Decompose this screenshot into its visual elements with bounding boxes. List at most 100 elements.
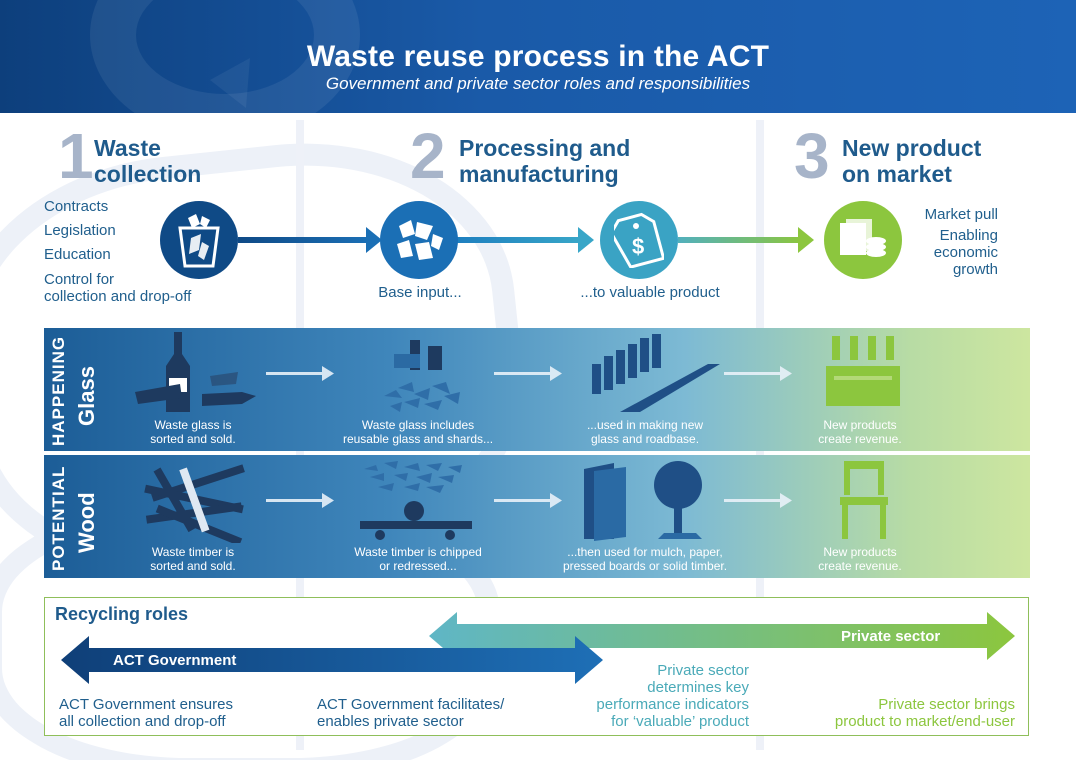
flow-arrow-head [798, 227, 814, 253]
collection-item: Legislation [44, 222, 116, 239]
step-title-line: Waste [94, 135, 161, 161]
flow-arrow-shaft [456, 237, 580, 243]
step-number: 2 [410, 120, 446, 192]
step-number: 3 [794, 120, 830, 192]
collection-list: Contracts Legislation Education Control … [44, 195, 191, 305]
gov-ensures-text: ACT Government ensures all collection an… [59, 696, 233, 730]
glass-step-line: sorted and sold. [150, 432, 236, 446]
glass-shards-icon [397, 220, 443, 260]
collection-item: Education [44, 246, 111, 263]
act-government-arrow [61, 636, 603, 684]
glass-step-text: Waste glass includes reusable glass and … [328, 418, 508, 446]
wood-chipper-icon [360, 461, 472, 540]
gov-ensures-line: all collection and drop-off [59, 713, 226, 730]
market-item: Enabling [939, 227, 998, 244]
wood-step-line: or redressed... [379, 559, 457, 573]
base-input-caption: Base input... [378, 284, 462, 301]
private-sector-label: Private sector [841, 628, 941, 645]
private-determines-line: performance indicators [596, 696, 749, 713]
glass-step-line: create revenue. [818, 432, 902, 446]
wood-step-text: ...then used for mulch, paper, pressed b… [540, 545, 750, 573]
glass-step-line: reusable glass and shards... [342, 432, 494, 446]
row-arrow-icon [494, 493, 562, 508]
glass-shards-pile-icon [384, 340, 460, 412]
flow-arrow-head [578, 227, 594, 253]
waste-bin-circle [160, 201, 238, 279]
gov-ensures-line: ACT Government ensures [59, 696, 233, 713]
glass-shards-circle [380, 201, 458, 279]
collection-item: Contracts [44, 198, 109, 215]
gov-facilitates-line: enables private sector [317, 713, 464, 730]
money-circle [824, 201, 902, 279]
page-subtitle: Government and private sector roles and … [325, 74, 751, 93]
price-tag-icon: $ [614, 212, 664, 268]
market-item: economic [933, 244, 998, 261]
market-list: Market pull Enabling economic growth [880, 203, 998, 278]
potential-label: POTENTIAL [49, 465, 68, 571]
row-arrow-icon [494, 366, 562, 381]
private-determines-text: Private sector determines key performanc… [565, 662, 749, 730]
collection-item: Control for [44, 271, 115, 288]
glass-bottles-icon [135, 332, 256, 412]
private-brings-text: Private sector brings product to market/… [785, 696, 1015, 730]
wood-step-line: Waste timber is [151, 545, 235, 559]
market-item: Market pull [924, 206, 998, 223]
flow-arrow-shaft [678, 237, 802, 243]
wood-step-line: ...then used for mulch, paper, [567, 545, 723, 559]
step-title-line: on market [842, 161, 952, 187]
timber-pile-icon [144, 464, 245, 543]
wood-step-line: New products [823, 545, 897, 559]
step-title-line: New product [842, 135, 982, 161]
gov-facilitates-text: ACT Government facilitates/ enables priv… [317, 696, 504, 730]
wood-step-text: Waste timber is chipped or redressed... [328, 545, 508, 573]
collection-item: collection and drop-off [44, 288, 192, 305]
step-title-line: Processing and [459, 135, 631, 161]
private-determines-line: determines key [647, 679, 749, 696]
step-number: 1 [58, 120, 94, 192]
glass-step-line: Waste glass includes [361, 418, 475, 432]
wood-step-line: pressed boards or solid timber. [562, 559, 728, 573]
glass-panel: HAPPENING Glass [44, 328, 1030, 451]
glass-step-line: New products [823, 418, 897, 432]
private-determines-line: for ‘valuable’ product [611, 713, 749, 730]
glass-step-line: Waste glass is [154, 418, 232, 432]
price-tag-circle: $ [600, 201, 678, 279]
new-bottles-crate-icon [826, 336, 900, 406]
wood-step-line: create revenue. [818, 559, 902, 573]
glass-step-text: ...used in making new glass and roadbase… [560, 418, 730, 446]
flow-arrow-head [366, 227, 382, 253]
waste-bin-icon [178, 214, 220, 268]
row-arrow-icon [266, 366, 334, 381]
step-title: Processing and manufacturing [459, 135, 630, 187]
flow-arrow-shaft [238, 237, 368, 243]
wood-step-text: New products create revenue. [790, 545, 930, 573]
valuable-product-caption: ...to valuable product [580, 284, 720, 301]
step-title-line: manufacturing [459, 161, 619, 187]
glass-step-text: New products create revenue. [790, 418, 930, 446]
gov-facilitates-line: ACT Government facilitates/ [317, 696, 505, 713]
boards-and-tree-icon [584, 461, 702, 541]
wood-label: Wood [74, 492, 99, 553]
wood-step-text: Waste timber is sorted and sold. [118, 545, 268, 573]
arrow-decoration-icon [210, 58, 250, 108]
private-determines-line: Private sector [657, 662, 749, 679]
act-government-label: ACT Government [113, 652, 237, 669]
step-title: New product on market [842, 135, 981, 187]
svg-text:$: $ [632, 234, 644, 259]
glass-step-text: Waste glass is sorted and sold. [118, 418, 268, 446]
row-arrow-icon [724, 493, 792, 508]
market-item: growth [952, 261, 998, 278]
step-title: Waste collection [94, 135, 201, 187]
bottles-and-road-icon [592, 334, 720, 412]
glass-step-line: ...used in making new [586, 418, 704, 432]
step-title-line: collection [94, 161, 202, 187]
money-stack-icon [840, 219, 886, 257]
private-brings-line: product to market/end-user [834, 713, 1015, 730]
wood-step-line: sorted and sold. [150, 559, 236, 573]
page-title: Waste reuse process in the ACT [306, 40, 770, 73]
recycling-roles-box: Recycling roles Private sector ACT Gover… [44, 597, 1029, 736]
row-arrow-icon [266, 493, 334, 508]
process-flow [238, 227, 814, 253]
roles-arrows [61, 612, 1015, 684]
private-brings-line: Private sector brings [878, 696, 1015, 713]
